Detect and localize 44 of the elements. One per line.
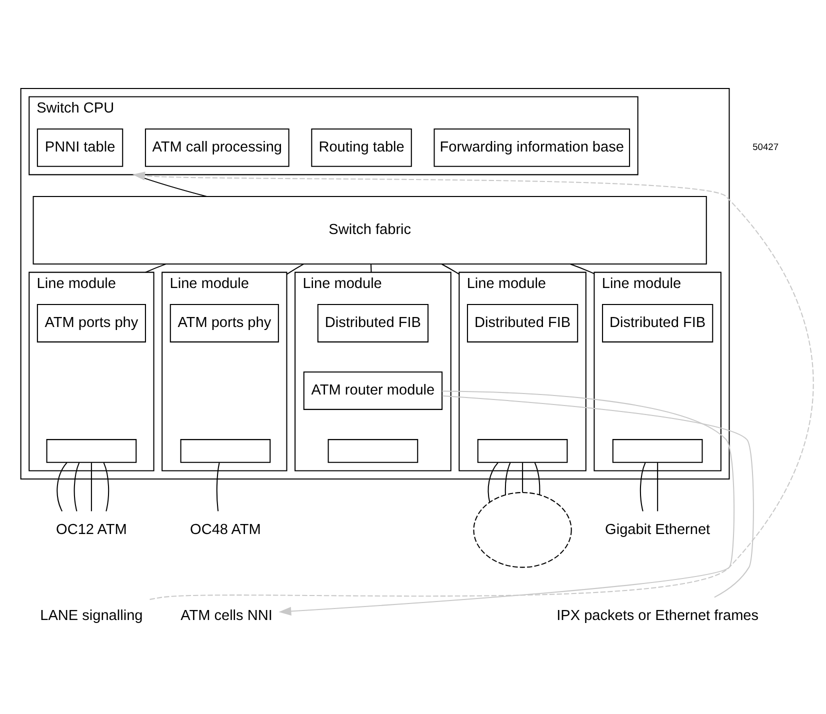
connector [145,263,166,272]
connector [74,462,80,511]
cluster [20,87,730,480]
node-box: Routing table [311,128,412,166]
node-box [46,438,137,462]
connector [488,462,498,502]
connector [103,462,110,511]
connector [570,263,594,274]
node-box [328,438,418,462]
node-text: Gigabit Ethernet [605,521,710,538]
connector [442,394,754,598]
connector [657,462,658,511]
node-box [612,438,703,462]
node-box [180,438,271,462]
node-box: Distributed FIB [466,304,578,342]
node-box: PNNI table [36,128,124,166]
node-circle [473,492,572,568]
node-text: OC12 ATM [56,521,127,538]
node-box: Distributed FIB [602,304,714,342]
connector [534,462,540,494]
node-box: ATM ports phy [170,304,279,342]
node-box: ATM ports phy [36,304,146,342]
connector [522,462,524,492]
label: 50427 [752,141,779,152]
node-box: ATM router module [303,371,443,410]
arrow [278,390,735,616]
connector [90,462,92,511]
node-box: Switch fabric [32,195,707,264]
node-box: Distributed FIB [317,304,429,342]
connector [504,462,511,494]
node-box: Forwarding information base [434,128,630,166]
node-box [477,438,568,462]
connector [640,462,646,511]
arrow [132,171,814,600]
node-text: IPX packets or Ethernet frames [556,607,759,624]
node-text: LANE signalling [40,607,143,624]
connector [286,263,304,274]
node-text: OC48 ATM [190,521,261,538]
connector [56,462,68,511]
connector [370,264,372,272]
node-box: ATM call processing [144,128,290,166]
node-text: ATM cells NNI [180,607,272,624]
connector [216,462,220,511]
connector [442,263,460,274]
